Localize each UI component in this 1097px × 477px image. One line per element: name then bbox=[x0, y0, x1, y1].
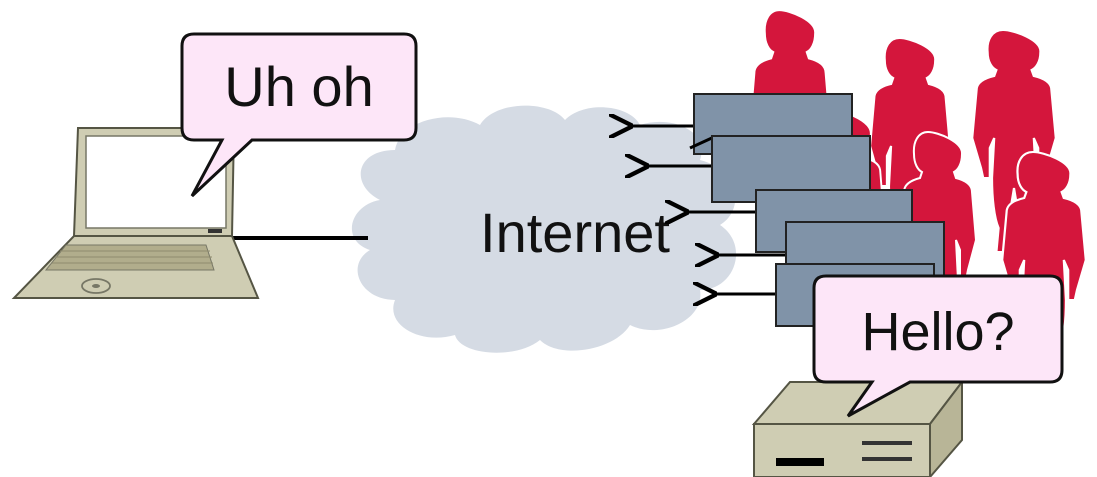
server-vent bbox=[862, 441, 912, 445]
server-side bbox=[929, 379, 963, 477]
client-bubble-text: Uh oh bbox=[224, 55, 373, 118]
laptop-indicator bbox=[208, 229, 222, 233]
cloud-label: Internet bbox=[480, 201, 670, 264]
packet-flood bbox=[628, 93, 945, 327]
speech-bubble-shape bbox=[812, 274, 1064, 418]
server-drive-slot bbox=[776, 458, 824, 466]
server-speech-bubble: Hello? bbox=[812, 274, 1064, 418]
packet-arrow bbox=[689, 135, 715, 150]
laptop-icon bbox=[11, 127, 260, 299]
server-vent bbox=[862, 457, 912, 461]
server-front bbox=[753, 423, 931, 477]
client-speech-bubble: Uh oh bbox=[180, 32, 418, 198]
server-bubble-text: Hello? bbox=[861, 302, 1014, 362]
server-icon bbox=[751, 379, 965, 477]
speech-bubble-shape bbox=[180, 32, 418, 198]
laptop-touchpad bbox=[81, 278, 111, 294]
internet-cloud: Internet bbox=[351, 105, 737, 353]
